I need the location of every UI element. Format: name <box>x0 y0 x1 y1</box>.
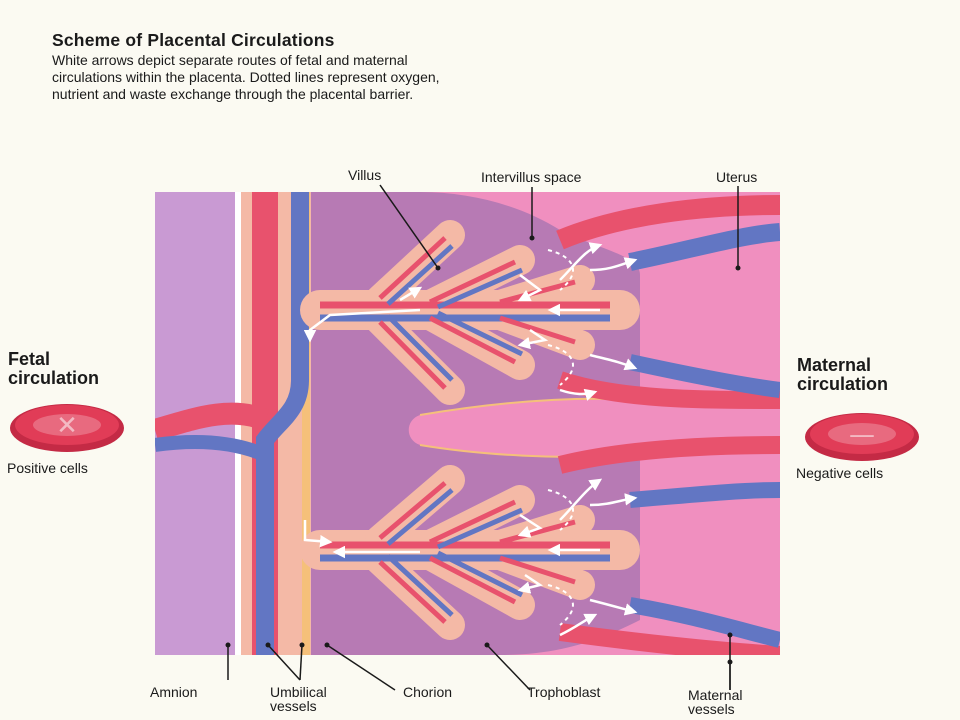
fetal-title-line-2: circulation <box>8 368 100 388</box>
label-maternal-vessels-line-2: vessels <box>688 701 735 717</box>
label-umbilical-vessels-line-1: Umbilical <box>270 684 327 700</box>
maternal-title-line-1: Maternal <box>797 355 872 375</box>
description-line-3: nutrient and waste exchange through the … <box>52 86 414 102</box>
label-trophoblast: Trophoblast <box>527 684 601 700</box>
negative-cell-icon <box>805 413 919 461</box>
label-umbilical-vessels: Umbilical vessels <box>270 685 327 713</box>
positive-cell-icon <box>10 404 124 452</box>
page-title: Scheme of Placental Circulations <box>52 30 335 50</box>
label-uterus: Uterus <box>716 169 758 185</box>
maternal-vessels <box>556 195 780 655</box>
description-line-1: White arrows depict separate routes of f… <box>52 52 408 68</box>
label-villus: Villus <box>348 167 382 183</box>
description-line-2: circulations within the placenta. Dotted… <box>52 69 440 85</box>
leader-lines <box>227 184 739 691</box>
maternal-circulation-title: Maternal circulation <box>797 356 888 394</box>
positive-cell-symbol: ✕ <box>56 411 78 441</box>
label-amnion: Amnion <box>150 684 198 700</box>
label-negative-cells: Negative cells <box>796 465 884 481</box>
description: White arrows depict separate routes of f… <box>52 52 692 103</box>
label-intervillus-space: Intervillus space <box>481 169 582 185</box>
fetal-circulation-title: Fetal circulation <box>8 350 99 388</box>
label-positive-cells: Positive cells <box>7 460 88 476</box>
label-maternal-vessels-line-1: Maternal <box>688 687 743 703</box>
exchange-dotted-lines <box>547 249 574 626</box>
negative-cell-symbol: — <box>849 420 875 450</box>
maternal-title-line-2: circulation <box>797 374 889 394</box>
label-chorion: Chorion <box>403 684 453 700</box>
fetal-title-line-1: Fetal <box>8 349 51 369</box>
label-maternal-vessels: Maternal vessels <box>688 688 742 716</box>
label-umbilical-vessels-line-2: vessels <box>270 698 317 714</box>
flow-arrows <box>303 242 638 637</box>
umbilical-vein <box>256 192 309 655</box>
